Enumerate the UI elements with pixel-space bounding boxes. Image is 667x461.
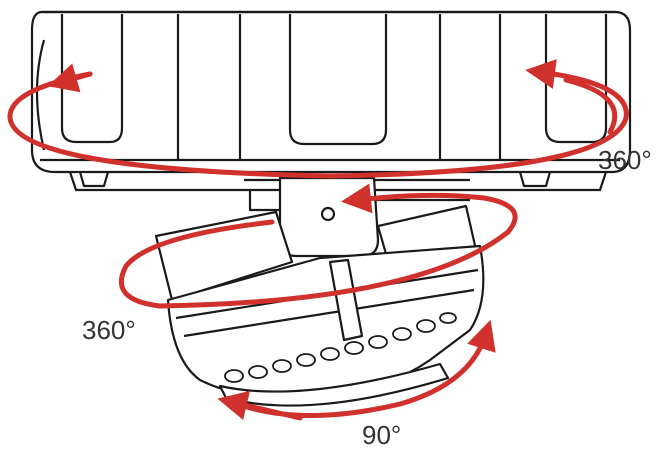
camera-module xyxy=(154,204,485,407)
pan-rotation-arrow xyxy=(7,59,629,179)
dome-base xyxy=(30,10,632,192)
tilt-arrow xyxy=(217,319,496,421)
pan-angle-label: 360° xyxy=(598,145,652,175)
camera-rotation-arrow xyxy=(118,183,518,309)
tilt-angle-label: 90° xyxy=(362,420,402,450)
rotation-angle-label: 360° xyxy=(82,315,136,345)
